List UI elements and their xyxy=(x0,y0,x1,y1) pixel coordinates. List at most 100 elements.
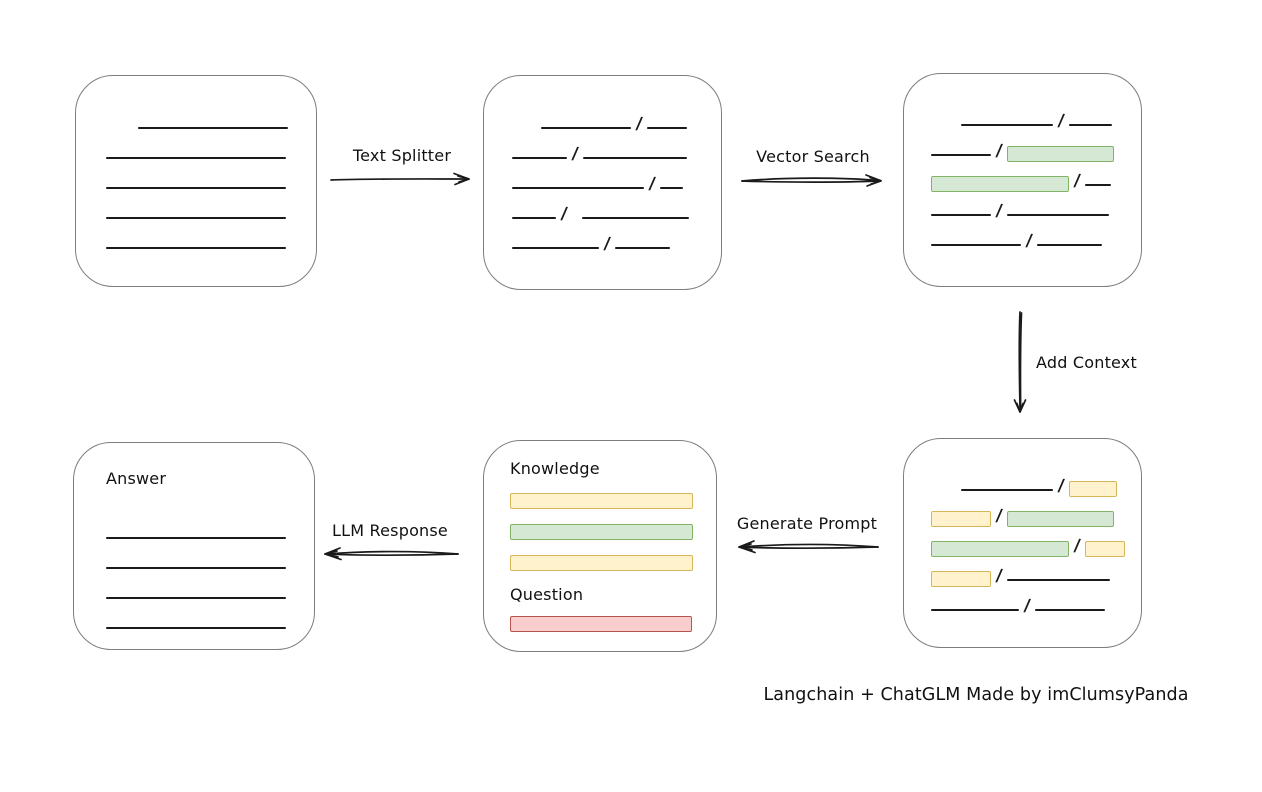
text-line xyxy=(1085,184,1112,186)
text-row xyxy=(510,485,716,516)
right-arrow-icon xyxy=(330,172,470,186)
text-line xyxy=(106,217,286,219)
llm-response-label: LLM Response xyxy=(332,521,448,540)
retrieved-chunk-lines: ///// xyxy=(904,74,1141,252)
down-arrow-icon xyxy=(1013,311,1027,413)
yellow-highlight-bar xyxy=(931,571,991,587)
text-line xyxy=(106,627,286,629)
red-highlight-bar xyxy=(510,615,692,632)
text-line xyxy=(660,187,684,189)
yellow-highlight-bar xyxy=(931,511,991,527)
text-line xyxy=(582,217,690,219)
answer-content: Answer xyxy=(74,443,314,629)
text-row xyxy=(106,219,316,249)
document-box xyxy=(75,75,317,287)
right-arrow-icon xyxy=(741,174,882,187)
text-line xyxy=(583,157,688,159)
spacer xyxy=(512,128,541,129)
green-highlight-bar xyxy=(931,176,1069,192)
yellow-highlight-bar xyxy=(510,554,693,571)
text-row xyxy=(106,129,316,159)
prompt-content: Knowledge Question xyxy=(484,441,716,639)
green-highlight-bar xyxy=(1007,511,1115,527)
text-row xyxy=(106,509,314,539)
spacer xyxy=(572,218,582,219)
text-row xyxy=(106,189,316,219)
green-highlight-bar xyxy=(931,541,1069,557)
answer-heading: Answer xyxy=(106,469,167,488)
left-arrow-icon xyxy=(324,547,459,561)
document-lines xyxy=(76,76,316,249)
vector-search-label: Vector Search xyxy=(756,147,870,166)
yellow-highlight-bar xyxy=(1069,481,1118,497)
text-row xyxy=(106,539,314,569)
text-row: / xyxy=(931,551,1141,587)
yellow-highlight-bar xyxy=(1085,541,1126,557)
text-row: / xyxy=(512,99,721,134)
text-row: / xyxy=(512,189,721,224)
answer-lines xyxy=(106,509,314,629)
text-line xyxy=(1007,579,1111,581)
context-box: ///// xyxy=(903,438,1142,648)
chunks-box: ///// xyxy=(483,75,722,290)
retrieved-chunks-box: ///// xyxy=(903,73,1142,287)
text-row: / xyxy=(512,159,721,194)
text-row: / xyxy=(931,96,1141,131)
spacer xyxy=(106,128,138,129)
text-row xyxy=(106,569,314,599)
left-arrow-icon xyxy=(738,540,879,554)
slash-separator: / xyxy=(602,233,612,255)
text-line xyxy=(615,247,671,249)
prompt-box: Knowledge Question xyxy=(483,440,717,652)
spacer xyxy=(931,490,961,491)
generate-prompt-label: Generate Prompt xyxy=(736,514,878,533)
diagram-caption: Langchain + ChatGLM Made by imClumsyPand… xyxy=(763,685,1189,705)
text-row xyxy=(106,159,316,189)
slash-separator: / xyxy=(1024,230,1034,252)
text-line xyxy=(512,217,556,219)
llm-response-arrow: LLM Response xyxy=(317,521,463,563)
text-row: / xyxy=(931,216,1141,252)
text-row: / xyxy=(931,126,1141,162)
text-line xyxy=(961,489,1053,491)
text-row: / xyxy=(931,156,1141,192)
text-row xyxy=(106,99,316,129)
text-row: / xyxy=(931,491,1141,527)
text-row: / xyxy=(931,581,1141,617)
yellow-highlight-bar xyxy=(510,492,693,509)
text-line xyxy=(512,247,599,249)
green-highlight-bar xyxy=(510,523,693,540)
text-row xyxy=(510,608,716,639)
text-splitter-label: Text Splitter xyxy=(352,146,452,165)
generate-prompt-arrow: Generate Prompt xyxy=(731,514,883,556)
text-line xyxy=(931,609,1019,611)
slash-separator: / xyxy=(1022,595,1032,617)
text-row: / xyxy=(931,461,1141,497)
text-line xyxy=(1069,124,1113,126)
chunk-lines: ///// xyxy=(484,76,721,255)
text-line xyxy=(541,127,631,129)
text-line xyxy=(1007,214,1110,216)
text-line xyxy=(1037,244,1103,246)
text-line xyxy=(931,154,991,156)
text-line xyxy=(106,567,286,569)
context-lines: ///// xyxy=(904,439,1141,617)
knowledge-heading: Knowledge xyxy=(510,459,600,478)
spacer xyxy=(931,125,961,126)
text-row xyxy=(510,547,716,578)
text-row: / xyxy=(931,186,1141,221)
text-line xyxy=(138,127,288,129)
text-row xyxy=(510,516,716,547)
question-bar xyxy=(510,608,716,639)
green-highlight-bar xyxy=(1007,146,1115,162)
text-line xyxy=(647,127,688,129)
text-line xyxy=(961,124,1053,126)
add-context-label: Add Context xyxy=(1036,353,1137,372)
text-line xyxy=(106,247,286,249)
text-line xyxy=(106,597,286,599)
text-line xyxy=(512,157,567,159)
text-line xyxy=(106,537,286,539)
text-line xyxy=(512,187,644,189)
knowledge-bars xyxy=(510,485,716,578)
